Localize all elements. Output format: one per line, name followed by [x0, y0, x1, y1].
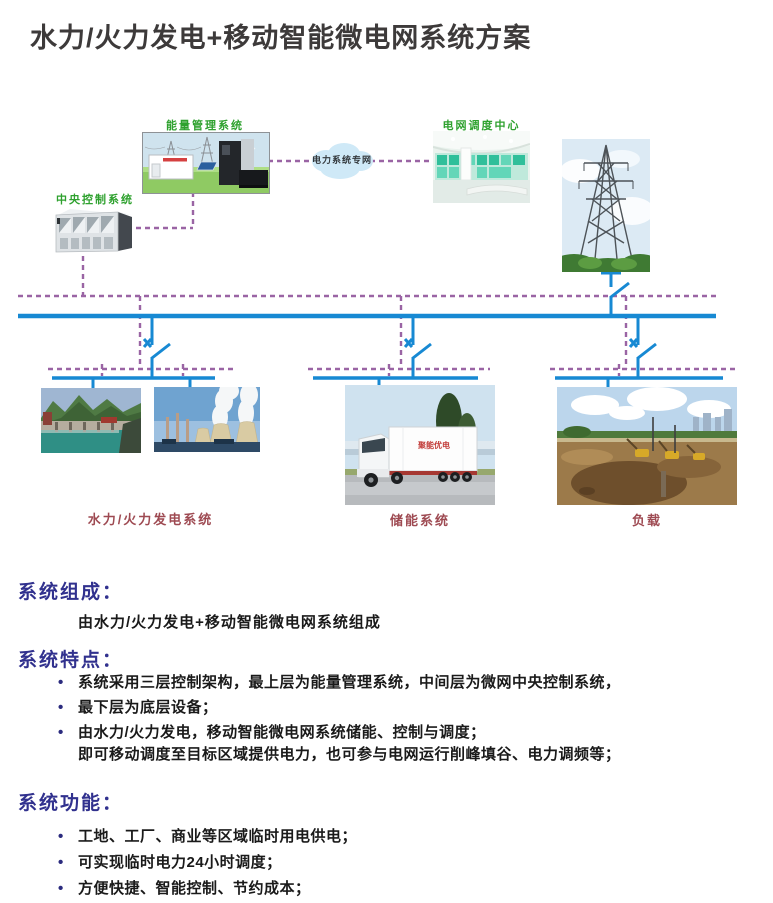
bullet-icon: •: [58, 880, 64, 897]
bullet-icon: •: [58, 699, 64, 716]
composition-body: 由水力/火力发电+移动智能微电网系统组成: [78, 614, 381, 631]
diagram-wiring: [18, 159, 735, 389]
transmission-tower-image: [562, 139, 650, 272]
bullet-icon: •: [58, 724, 64, 741]
power-lines: [18, 271, 723, 389]
ems-label: 能量管理系统: [166, 120, 244, 132]
dispatch-label: 电网调度中心: [442, 120, 521, 132]
feature-item: • 系统采用三层控制架构，最上层为能量管理系统，中间层为微网中央控制系统，: [58, 674, 621, 691]
features-heading: 系统特点：: [18, 650, 124, 671]
dispatch-image: [433, 131, 530, 203]
composition-heading: 系统组成：: [18, 582, 124, 603]
ccs-label: 中央控制系统: [56, 194, 134, 206]
functions-heading: 系统功能：: [18, 793, 124, 814]
function-item: • 可实现临时电力24小时调度；: [58, 854, 282, 871]
generation-group-label: 水力/火力发电系统: [87, 512, 214, 527]
page-title: 水力/火力发电+移动智能微电网系统方案: [30, 23, 532, 53]
feeder-switch-load: [628, 316, 657, 378]
ems-image: [142, 132, 270, 194]
storage-group-label: 储能系统: [389, 513, 450, 528]
feature-item: • 最下层为底层设备；: [58, 699, 218, 716]
feeder-switch-storage: [403, 316, 432, 378]
load-site-image: [557, 387, 737, 505]
storage-truck-image: 聚能优电: [345, 385, 495, 505]
thermal-plant-image: [154, 387, 260, 452]
feeder-switch-generation: [142, 316, 171, 378]
grid-switch: [601, 271, 630, 316]
comm-lines: [18, 159, 735, 376]
bullet-icon: •: [58, 828, 64, 845]
feature-item: • 由水力/火力发电，移动智能微电网系统储能、控制与调度；: [58, 724, 486, 741]
hydro-plant-image: [41, 388, 141, 453]
function-item: • 方便快捷、智能控制、节约成本；: [58, 880, 311, 897]
ccs-image: [52, 204, 136, 256]
feature-item-continuation: • 即可移动调度至目标区域提供电力，也可参与电网运行削峰填谷、电力调频等；: [78, 746, 621, 763]
truck-brand-text: 聚能优电: [417, 440, 450, 450]
power-network-cloud: 电力系统专网: [306, 139, 378, 183]
load-group-label: 负载: [631, 513, 662, 528]
cloud-label: 电力系统专网: [311, 155, 372, 165]
bullet-icon: •: [58, 854, 64, 871]
bullet-icon: •: [58, 674, 64, 691]
function-item: • 工地、工厂、商业等区域临时用电供电；: [58, 828, 358, 845]
